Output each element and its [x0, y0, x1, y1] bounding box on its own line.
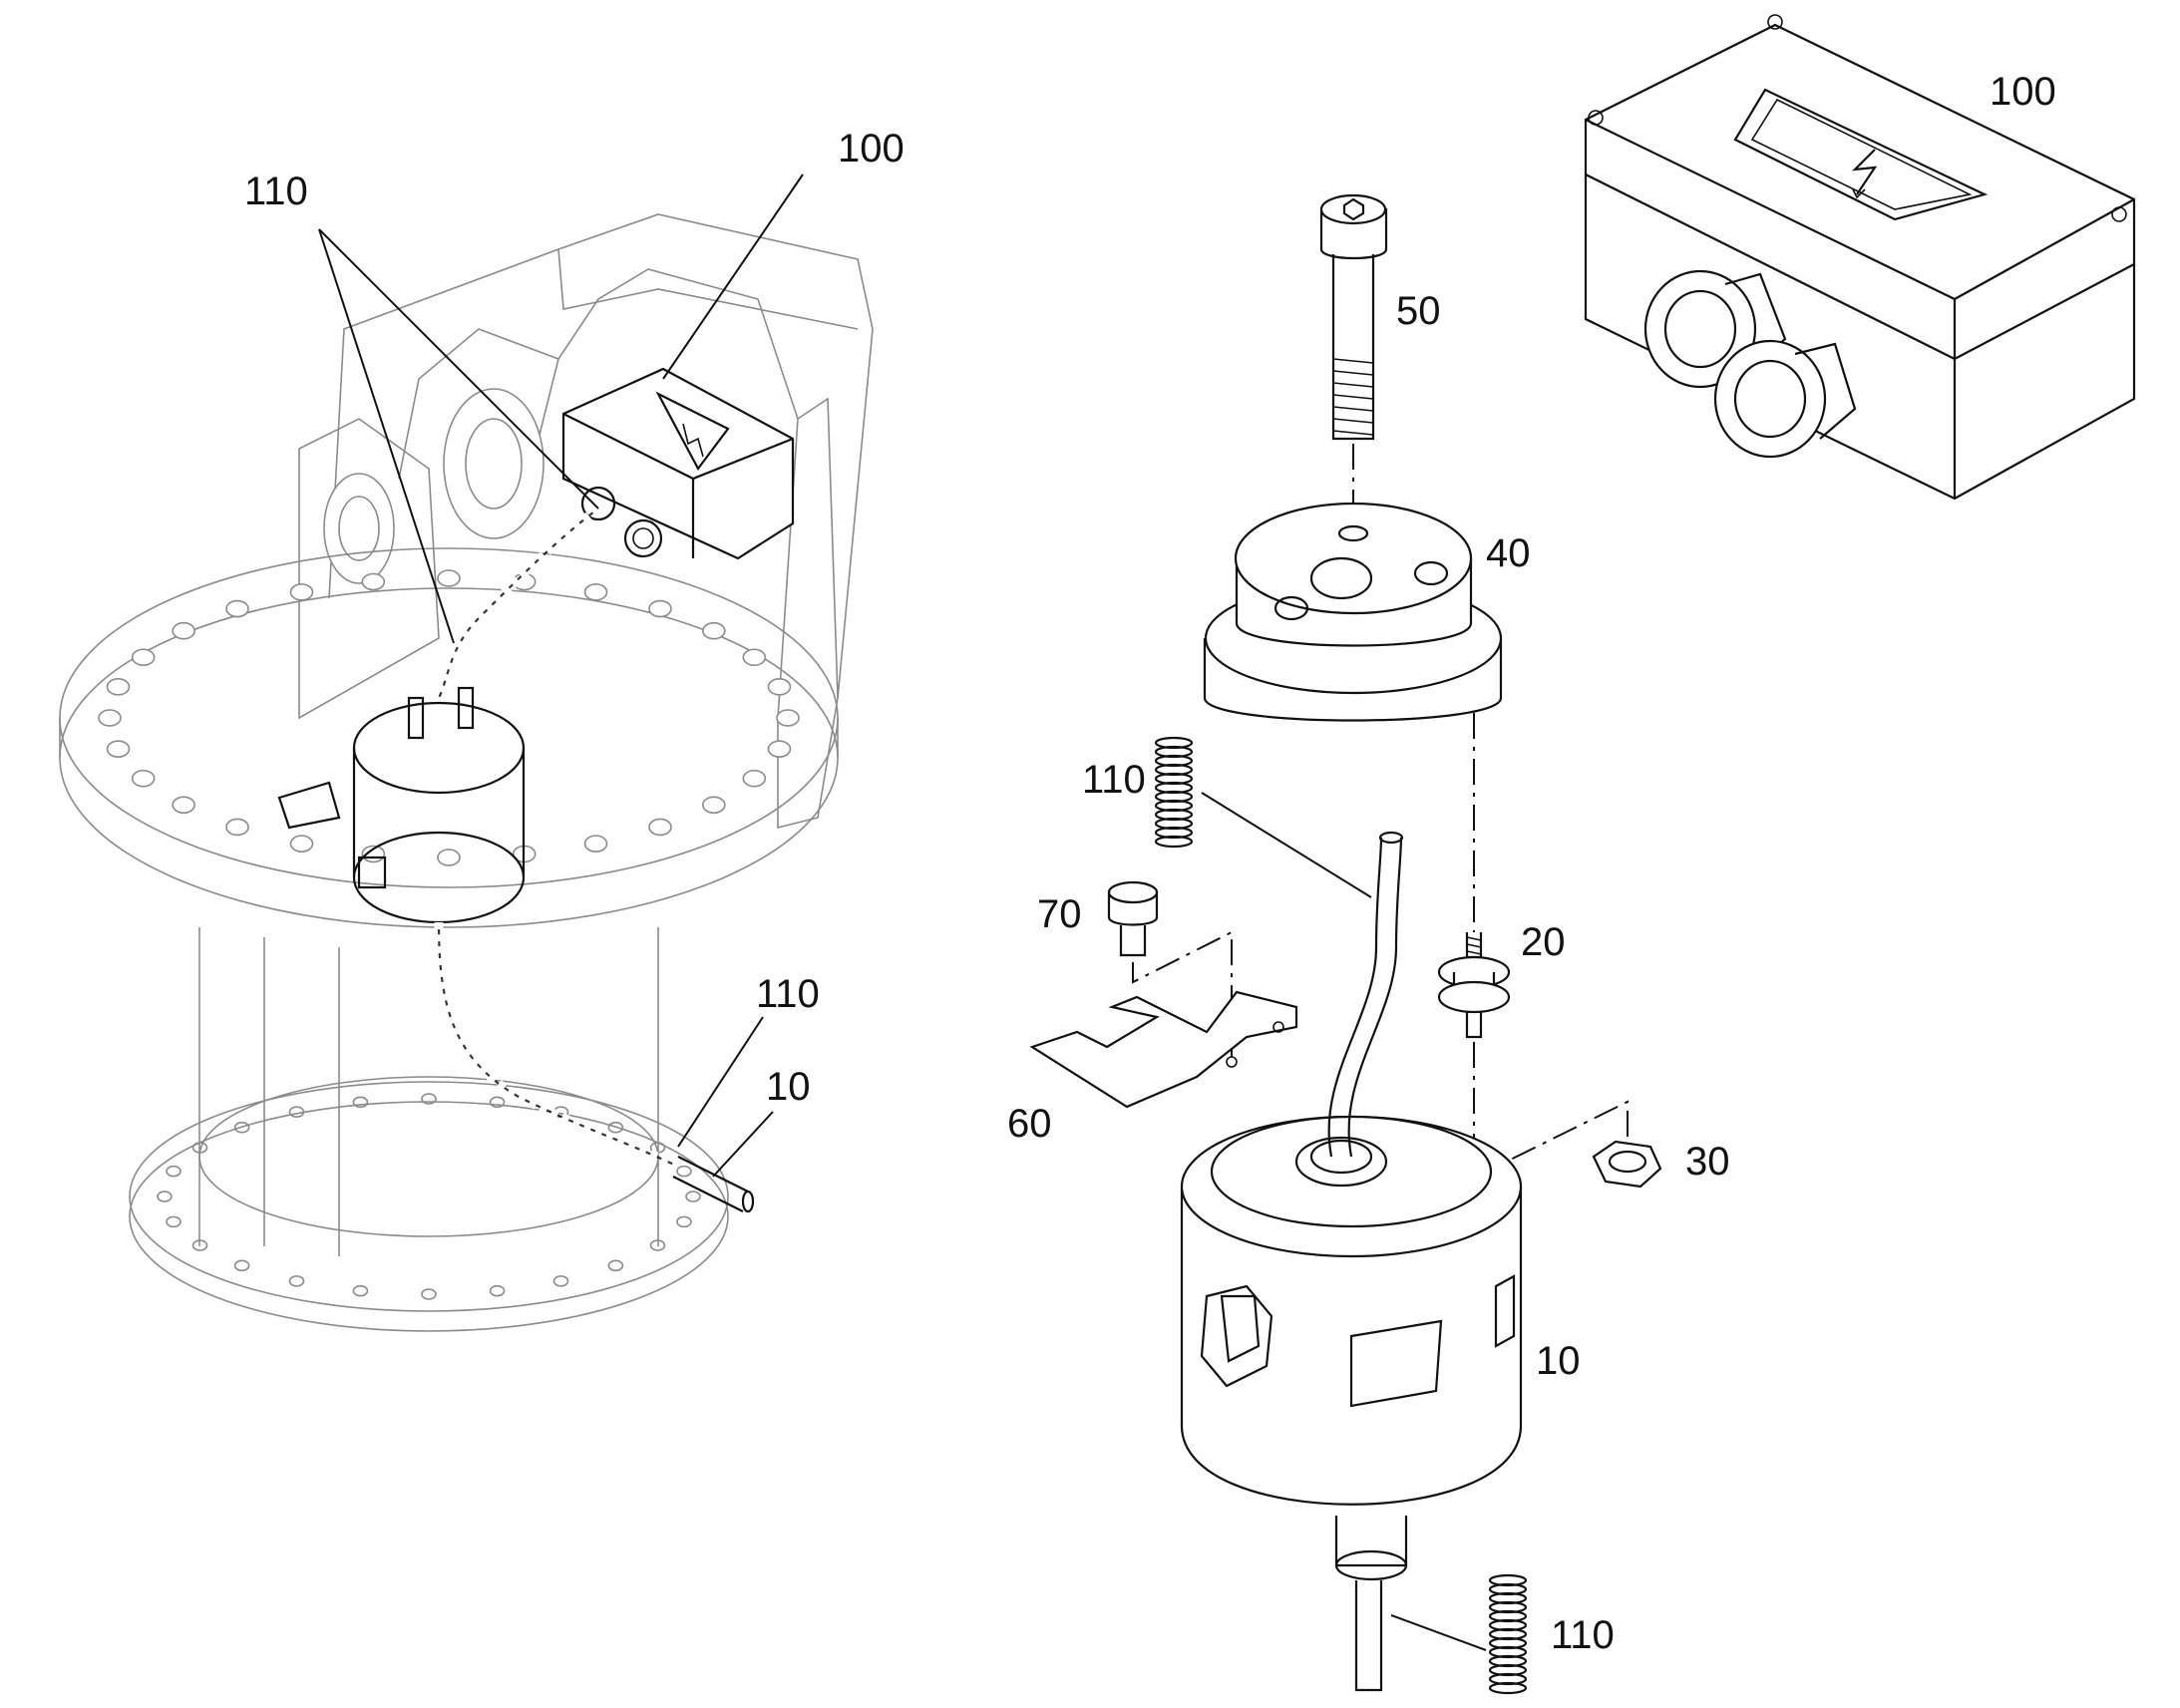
base-hole: [191, 1142, 208, 1154]
part-callout-20: 20: [1521, 920, 1566, 964]
leader-110-lower: [1390, 1614, 1487, 1651]
base-hole: [607, 1259, 624, 1272]
part-110-spring-upper: [1154, 736, 1194, 849]
flange-bolt: [289, 583, 314, 601]
base-hole: [649, 1239, 666, 1251]
base-hole: [676, 1165, 692, 1178]
part-50-cap-screw: 50: [1319, 193, 1441, 441]
base-hole: [233, 1259, 250, 1272]
flange-bolt: [583, 583, 608, 601]
overview-housing-ghost: [298, 213, 874, 830]
base-hole: [421, 1288, 437, 1300]
part-30-nut: 30: [1592, 1140, 1730, 1189]
flange-bolt: [648, 818, 672, 837]
base-hole: [552, 1275, 569, 1287]
overview-flange: [59, 547, 839, 928]
part-callout-10: 10: [1536, 1339, 1581, 1383]
assembly-overview: 110 100 110 10: [59, 127, 905, 1332]
flange-bolt: [767, 678, 792, 696]
overview-base-holes: [157, 1093, 701, 1300]
flange-bolt: [742, 648, 767, 667]
overview-junction-box: [561, 367, 795, 560]
flange-bolt: [131, 648, 156, 667]
flange-bolt: [437, 569, 461, 587]
flange-bolt: [742, 769, 767, 788]
part-callout-50: 50: [1396, 289, 1441, 333]
part-20-damper: 20: [1437, 920, 1566, 1039]
part-callout-40: 40: [1486, 531, 1531, 575]
base-hole: [233, 1121, 250, 1134]
overview-cable-spiral: [434, 505, 755, 1213]
part-callout-110-spring-upper: 110: [1082, 758, 1146, 802]
base-hole: [288, 1275, 305, 1287]
part-callout-60: 60: [1007, 1102, 1052, 1146]
overview-gearbox: [129, 927, 729, 1332]
part-10-sensor: 10: [1180, 1115, 1581, 1692]
overview-callout-110: 110: [244, 170, 308, 213]
flange-bolt: [583, 835, 608, 853]
base-hole: [352, 1284, 369, 1297]
base-hole: [489, 1096, 506, 1109]
part-60-bracket: 60: [1007, 990, 1298, 1146]
flange-bolt: [289, 835, 314, 853]
base-hole: [676, 1215, 692, 1228]
cable-gland-left: [1643, 269, 1787, 389]
spring-coil: [1488, 1681, 1528, 1695]
base-hole: [489, 1284, 506, 1297]
base-hole: [166, 1165, 182, 1178]
base-hole: [166, 1215, 182, 1228]
cable-gland-right: [1713, 339, 1857, 459]
part-callout-30: 30: [1685, 1140, 1730, 1184]
flange-bolt: [225, 599, 249, 618]
flange-bolt: [361, 572, 386, 591]
overview-callout-100: 100: [838, 127, 905, 171]
part-70-bolt: 70: [1037, 880, 1159, 957]
part-callout-100: 100: [1990, 70, 2056, 114]
flange-bolt: [702, 796, 726, 815]
high-voltage-warning-icon: [1852, 149, 1878, 199]
flange-bolt: [172, 621, 195, 640]
part-40-mount: 40: [1203, 502, 1531, 722]
part-callout-110-spring-lower: 110: [1551, 1613, 1615, 1657]
part-callout-70: 70: [1037, 892, 1082, 936]
flange-bolt: [172, 796, 195, 815]
base-hole: [288, 1106, 305, 1118]
flange-bolt: [767, 740, 792, 758]
base-hole: [607, 1121, 624, 1134]
leader-110-upper: [1201, 792, 1372, 898]
base-hole: [685, 1191, 701, 1202]
axis-line-30-10: [1455, 1100, 1629, 1188]
part-110-spring-lower: [1488, 1573, 1528, 1695]
overview-callout-10: 10: [766, 1065, 811, 1109]
base-hole: [352, 1096, 369, 1109]
base-hole: [157, 1191, 173, 1202]
part-100-junction-box: 100: [1584, 14, 2136, 501]
spring-coil: [1154, 835, 1194, 849]
overview-flange-bolts: [98, 569, 800, 866]
flange-bolt: [106, 740, 131, 758]
base-hole: [191, 1239, 208, 1251]
flange-bolt: [648, 599, 672, 618]
base-hole: [421, 1093, 437, 1105]
flange-bolt: [131, 769, 156, 788]
flange-bolt: [225, 818, 249, 837]
flange-bolt: [98, 709, 122, 727]
flange-bolt: [776, 709, 800, 727]
flange-bolt: [106, 678, 131, 696]
overview-leaders: [318, 173, 804, 1178]
part-10-cable: [1327, 831, 1404, 1158]
overview-callout-110-lower: 110: [756, 972, 820, 1016]
flange-bolt: [702, 621, 726, 640]
overview-sensor: [277, 686, 526, 924]
flange-bolt: [437, 849, 461, 866]
